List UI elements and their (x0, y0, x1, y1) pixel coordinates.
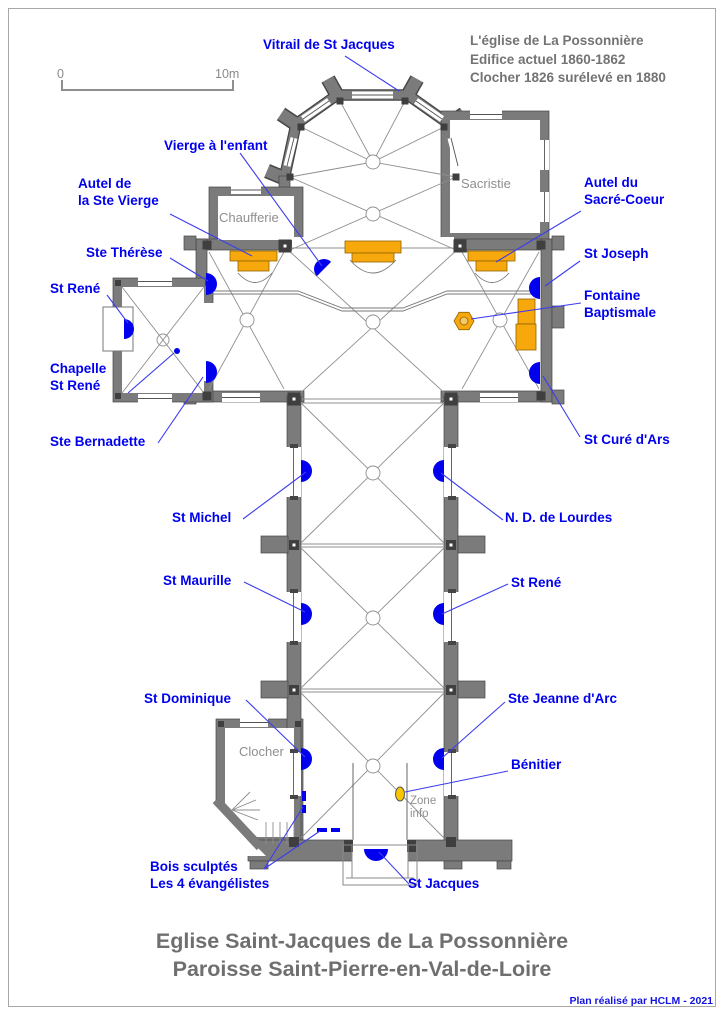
statue-st-joseph (529, 277, 540, 299)
altars (229, 240, 537, 351)
room-label-chaufferie: Chaufferie (219, 210, 279, 225)
altar-sacre-coeur (467, 250, 516, 262)
room-label-zone-info: Zone info (410, 795, 437, 820)
walls (102, 76, 565, 870)
label-st-dominique: St Dominique (144, 691, 231, 706)
statue-st-rene-chapelle (124, 319, 134, 339)
label-vierge-a-l-enfant: Vierge à l'enfant (164, 138, 268, 153)
statue-ste-bernadette (206, 361, 217, 383)
vault-ribs (121, 100, 540, 844)
page-title: Eglise Saint-Jacques de La Possonnière (155, 929, 569, 953)
label-chapelle-st-rene: Chapelle St René (50, 361, 107, 393)
pilasters (115, 97, 546, 852)
statue-nd-de-lourdes (433, 460, 444, 482)
transept-wall-right (540, 238, 553, 403)
statues (124, 259, 540, 861)
page-border (8, 8, 716, 1007)
scale-bar (61, 80, 234, 91)
label-st-rene-nef: St René (511, 575, 562, 590)
carved-wood-marker (317, 828, 327, 832)
label-fontaine-baptismale: Fontaine Baptismale (584, 288, 657, 320)
label-ste-therese: Ste Thérèse (86, 245, 163, 260)
holy-water-font (395, 786, 405, 802)
statue-st-michel (301, 460, 312, 482)
room-label-clocher: Clocher (239, 744, 284, 759)
title-block: Eglise Saint-Jacques de La Possonnière P… (0, 927, 724, 983)
label-autel-sacre-coeur: Autel du Sacré-Coeur (584, 175, 665, 207)
label-st-michel: St Michel (172, 510, 232, 525)
label-ste-jeanne-d-arc: Ste Jeanne d'Arc (508, 691, 618, 706)
carved-wood-marker (331, 828, 340, 832)
info-box: L'église de La Possonnière Edifice actue… (470, 32, 666, 88)
label-st-rene-chapelle: St René (50, 281, 101, 296)
altar-ste-vierge (229, 250, 278, 262)
page-subtitle: Paroisse Saint-Pierre-en-Val-de-Loire (172, 957, 552, 981)
label-benitier: Bénitier (511, 757, 562, 772)
statue-st-maurille (301, 603, 312, 625)
leader-lines (106, 55, 582, 885)
label-autel-ste-vierge: Autel de la Ste Vierge (78, 176, 159, 208)
label-st-cure-d-ars: St Curé d'Ars (584, 432, 670, 447)
scale-start-label: 0 (57, 67, 64, 81)
credit-line: Plan réalisé par HCLM - 2021 (569, 995, 713, 1007)
statue-vierge-a-l-enfant (314, 259, 332, 277)
info-line-3: Clocher 1826 surélevé en 1880 (470, 70, 666, 85)
room-label-sacristie: Sacristie (461, 176, 511, 191)
label-st-jacques: St Jacques (408, 876, 480, 891)
statue-ste-jeanne-d-arc (433, 748, 444, 770)
scale-end-label: 10m (215, 67, 240, 81)
label-nd-de-lourdes: N. D. de Lourdes (505, 510, 613, 525)
label-ste-bernadette: Ste Bernadette (50, 434, 146, 449)
statue-st-dominique (301, 748, 312, 770)
label-vitrail-st-jacques: Vitrail de St Jacques (263, 37, 395, 52)
info-line-2: Edifice actuel 1860-1862 (470, 51, 626, 67)
label-bois-sculptes: Bois sculptés Les 4 évangélistes (150, 859, 270, 891)
chapel-marker-dot (174, 348, 180, 354)
label-st-maurille: St Maurille (163, 573, 232, 588)
statue-ste-therese (206, 273, 217, 295)
carved-wood-marker (302, 791, 306, 801)
main-altar (344, 240, 402, 254)
statue-st-rene-nef (433, 603, 444, 625)
label-st-joseph: St Joseph (584, 246, 649, 261)
statue-st-cure-d-ars (529, 362, 540, 384)
statue-st-jacques (364, 849, 388, 861)
carved-wood-marker (302, 805, 306, 813)
info-line-1: L'église de La Possonnière (470, 33, 644, 48)
